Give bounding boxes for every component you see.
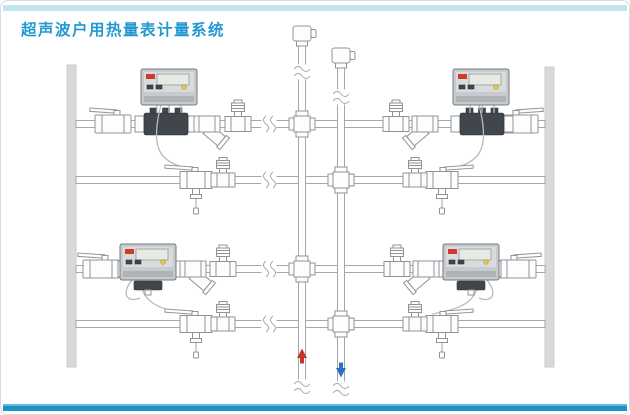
heat-meter-display [452, 68, 510, 106]
temp-sensor-valve-icon [209, 244, 237, 277]
pipe-break-icon [261, 171, 277, 189]
pipe-break-icon [261, 260, 277, 278]
pipe-break-icon [332, 89, 350, 105]
pipe-break-icon [293, 64, 311, 80]
bottom-bar [3, 404, 627, 411]
pipe-break-icon [332, 381, 350, 397]
top-accent-line [3, 5, 627, 11]
air-vent-icon [331, 47, 356, 69]
heat-meter-flow-sensor [134, 107, 198, 136]
cable-plug [193, 351, 199, 359]
supply-riser-pipe [298, 44, 306, 391]
meter-drain-stub [467, 289, 475, 296]
temp-sensor-valve-icon [382, 99, 410, 132]
air-vent-icon [292, 25, 317, 47]
apartment-unit-top-right [382, 68, 544, 215]
cross-fitting-icon [327, 166, 355, 194]
heat-meter-display [442, 243, 500, 281]
pipe-break-icon [261, 315, 277, 333]
apartment-unit-bottom-left [77, 243, 277, 359]
supply-riser [292, 25, 317, 395]
ball-valve-icon [89, 107, 132, 134]
ball-valve-icon [77, 252, 120, 279]
apartment-unit-top-left [89, 68, 277, 215]
ball-valve-icon [499, 252, 542, 279]
cross-fitting-icon [288, 255, 316, 283]
meter-lower-body [456, 280, 486, 291]
return-riser-pipe [337, 66, 345, 393]
page-title: 超声波户用热量表计量系统 [21, 22, 226, 39]
flow-sensor-cable-loop [478, 277, 494, 301]
flow-sensor-cable-loop [125, 277, 141, 301]
heat-meter-display [140, 68, 198, 106]
temp-sensor-valve-icon [224, 99, 252, 132]
meter-drain-stub [144, 289, 152, 296]
heat-meter-display [119, 243, 177, 281]
left-wall [66, 64, 77, 368]
cross-fitting-icon [288, 110, 316, 138]
meter-lower-body [133, 280, 163, 291]
cable-plug [439, 351, 445, 359]
cable-plug [439, 207, 445, 215]
pipe-break-icon [261, 115, 277, 133]
temp-sensor-valve-icon [383, 244, 411, 277]
return-riser [331, 47, 356, 397]
pipe-break-icon [293, 379, 311, 395]
cross-fitting-icon [327, 310, 355, 338]
right-wall [544, 66, 555, 368]
cable-plug [193, 207, 199, 215]
apartment-unit-bottom-right [383, 243, 542, 359]
